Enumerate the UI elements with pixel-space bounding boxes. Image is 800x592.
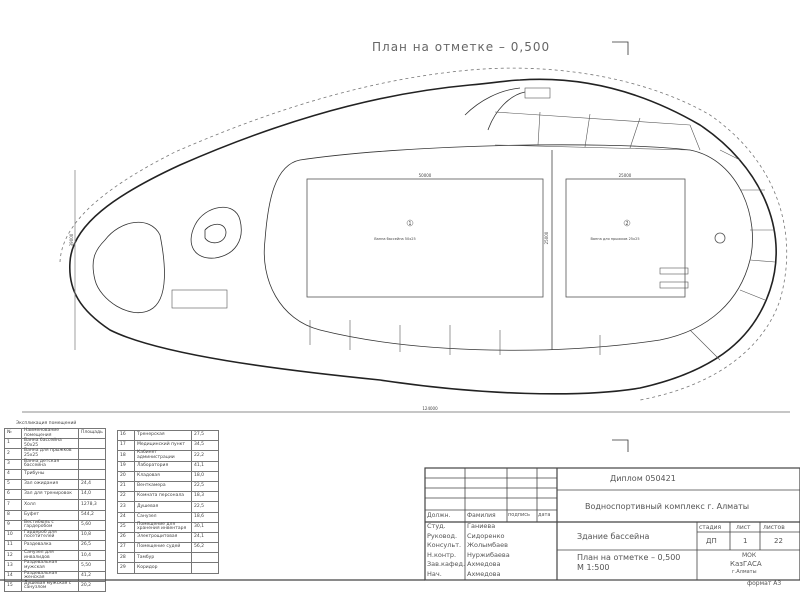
pool-1-number: 1 [408, 221, 411, 227]
person-post: Руковод. [427, 531, 458, 540]
fountain-1 [92, 221, 165, 313]
pool-2-label: Ванна для прыжков 25х25 [590, 237, 639, 241]
col-date: дата [538, 512, 551, 518]
sheet-header: лист [736, 524, 751, 531]
fountain-2 [190, 206, 242, 259]
entrance-wall [464, 87, 526, 131]
title-building: Здание бассейна [577, 532, 650, 541]
col-surname: Фамилия [467, 512, 496, 519]
stage-header: стадия [699, 524, 722, 531]
col-post: Должн. [427, 512, 451, 519]
person-post: Студ. [427, 522, 446, 530]
title-project: Водноспортивный комплекс г. Алматы [585, 502, 750, 511]
person-surname: Ахмедова [467, 569, 501, 578]
person-surname: Нуржибаева [467, 550, 510, 559]
pool-1 [306, 178, 544, 298]
dashed-dimension-outer [59, 67, 788, 401]
org-2: КазГАСА [730, 560, 762, 568]
inner-hall-outline [263, 144, 753, 351]
person-surname: Сидоренко [467, 531, 505, 540]
dim-overall-height: 39000 [69, 233, 74, 246]
dim-pool-2-length: 25000 [619, 173, 632, 178]
person-post: Зав.кафед. [427, 560, 466, 568]
building-outline [69, 78, 777, 395]
sheets-header: листов [763, 524, 785, 531]
dim-pool-1-length: 50000 [419, 173, 432, 178]
pool-2 [565, 178, 686, 298]
person-post: Н.контр. [427, 550, 457, 559]
org-3: г.Алматы [732, 569, 757, 575]
drawing-title: План на отметке – 0,500 [372, 40, 551, 54]
sheets-value: 22 [774, 537, 783, 545]
section-mark-top [612, 41, 629, 55]
person-post: Нач. [427, 569, 442, 578]
person-surname: Ганиева [467, 522, 496, 530]
pool-2-number: 2 [625, 221, 628, 227]
title-scale: М 1:500 [577, 563, 610, 572]
dim-pool-width: 25000 [544, 231, 549, 244]
pool-1-label: Ванна бассейна 50х25 [374, 237, 415, 241]
title-sheet-title: План на отметке – 0,500 [577, 553, 681, 562]
org-1: МОК [742, 552, 757, 559]
diving-platform-mark [714, 232, 726, 244]
table-header-row: № Наименование помещения Площадь [4, 427, 106, 440]
stage-value: ДП [706, 537, 717, 545]
person-surname: Ахмедова [467, 560, 501, 568]
dim-overall-length: 124000 [422, 406, 438, 411]
section-mark-bottom [612, 439, 629, 452]
person-post: Консульт. [427, 541, 462, 549]
col-signature: подпись [508, 512, 530, 518]
sheet-value: 1 [743, 537, 748, 545]
person-surname: Жолымбаев [467, 541, 508, 549]
format-label: формат А3 [747, 580, 782, 587]
cell-area [191, 562, 219, 574]
title-code: Диплом 050421 [610, 474, 676, 483]
explication-title: Экспликация помещений [16, 421, 77, 426]
